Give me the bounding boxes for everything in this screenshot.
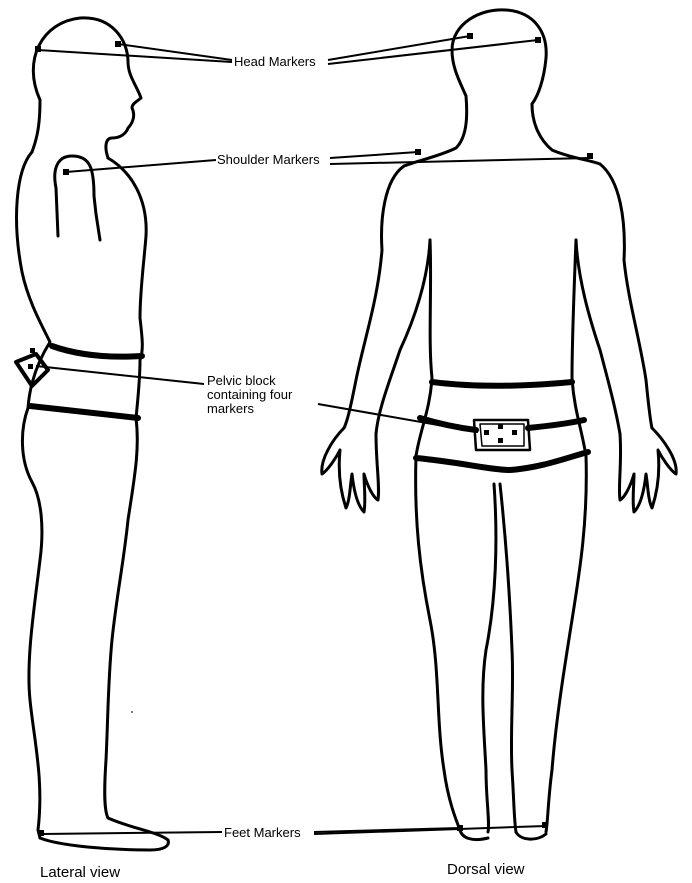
dorsal-right-leg-inner xyxy=(500,484,516,832)
head-marker-lateral-front xyxy=(115,41,121,47)
dorsal-left-arm-outer xyxy=(344,166,404,428)
head-leader-dorsal-2 xyxy=(328,40,538,64)
lateral-leg-back xyxy=(22,408,42,838)
shoulder-leader-dorsal-1 xyxy=(330,152,418,158)
pelvic-block-label: Pelvic block containing four markers xyxy=(206,374,293,416)
head-marker-dorsal-left xyxy=(467,33,473,39)
foot-marker-lateral xyxy=(38,830,44,836)
head-marker-lateral-back xyxy=(35,46,41,52)
pelvic-marker-lateral-1 xyxy=(30,348,35,353)
pelvic-marker-dorsal-2 xyxy=(512,430,517,435)
dorsal-right-arm-inner xyxy=(576,240,620,434)
lateral-figure xyxy=(16,18,168,850)
dorsal-left-foot xyxy=(460,830,488,840)
lateral-foot xyxy=(40,838,168,850)
head-markers-label: Head Markers xyxy=(233,55,317,69)
pelvic-marker-dorsal-1 xyxy=(484,430,489,435)
stray-dot xyxy=(131,711,133,713)
dorsal-left-leg-inner xyxy=(483,484,496,832)
dorsal-right-arm-outer xyxy=(600,164,652,428)
lateral-head-outline xyxy=(33,18,141,158)
shoulder-marker-dorsal-right xyxy=(587,153,593,159)
shoulder-marker-lateral xyxy=(63,169,69,175)
lateral-arm-outline xyxy=(55,156,100,240)
dorsal-right-leg-outer xyxy=(546,456,586,832)
lateral-leg-front xyxy=(105,418,168,840)
dorsal-neck-left xyxy=(404,96,467,166)
lateral-belt-top xyxy=(52,346,142,357)
shoulder-marker-dorsal-left xyxy=(415,149,421,155)
dorsal-right-hand xyxy=(619,428,676,512)
pelvic-marker-lateral-2 xyxy=(28,364,33,369)
head-marker-dorsal-right xyxy=(535,37,541,43)
dorsal-belt-bottom xyxy=(416,452,588,470)
lateral-front-outline xyxy=(108,158,146,418)
dorsal-view-caption: Dorsal view xyxy=(447,861,525,878)
dorsal-head-outline xyxy=(452,10,546,104)
dorsal-left-hand xyxy=(322,428,379,512)
lateral-belt-bottom xyxy=(30,406,138,418)
dorsal-left-leg-outer xyxy=(416,456,460,830)
feet-leader-lateral xyxy=(42,832,222,834)
shoulder-leader-dorsal-2 xyxy=(330,158,590,164)
dorsal-right-foot xyxy=(516,832,546,839)
pelvic-leader-dorsal xyxy=(318,404,478,432)
dorsal-belt-top xyxy=(432,382,572,386)
pelvic-leader-lateral xyxy=(36,366,204,384)
foot-marker-dorsal-right xyxy=(542,822,548,828)
feet-leader-dorsal-2 xyxy=(314,826,546,834)
lateral-view-caption: Lateral view xyxy=(40,864,120,881)
pelvic-marker-dorsal-4 xyxy=(498,438,503,443)
lateral-back-neck xyxy=(32,100,40,152)
shoulder-markers-label: Shoulder Markers xyxy=(216,153,321,167)
dorsal-left-arm-inner xyxy=(376,240,430,434)
pelvic-marker-dorsal-3 xyxy=(498,424,503,429)
foot-marker-dorsal-left xyxy=(457,825,463,831)
feet-markers-label: Feet Markers xyxy=(223,826,302,840)
